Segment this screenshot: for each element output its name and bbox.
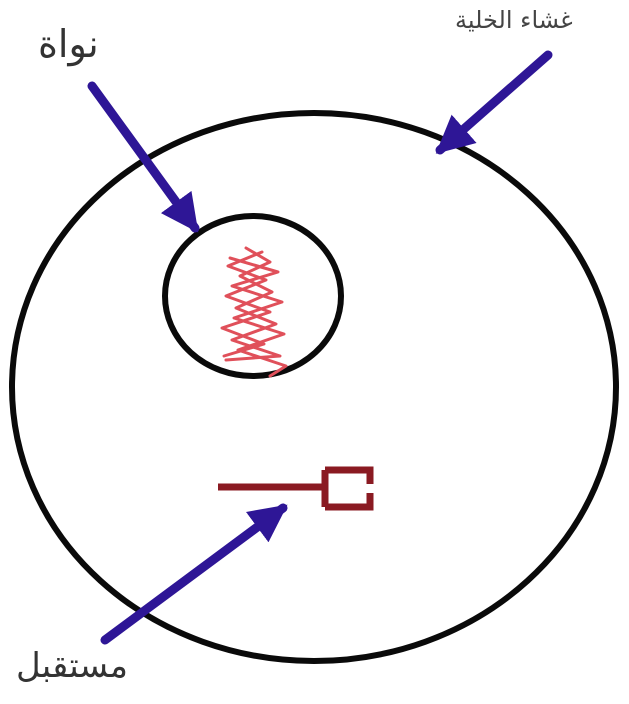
receptor-label: مستقبل — [16, 646, 129, 686]
cell-membrane — [9, 110, 619, 664]
cell-membrane-label: غشاء الخلية — [455, 6, 573, 34]
arrow-to-receptor — [100, 503, 288, 645]
receptor — [218, 466, 374, 511]
nucleus — [162, 213, 344, 379]
nucleus-label: نواة — [38, 22, 99, 66]
arrow-to-membrane — [435, 50, 553, 155]
chromosome — [220, 246, 288, 378]
arrow-to-nucleus — [87, 81, 200, 233]
